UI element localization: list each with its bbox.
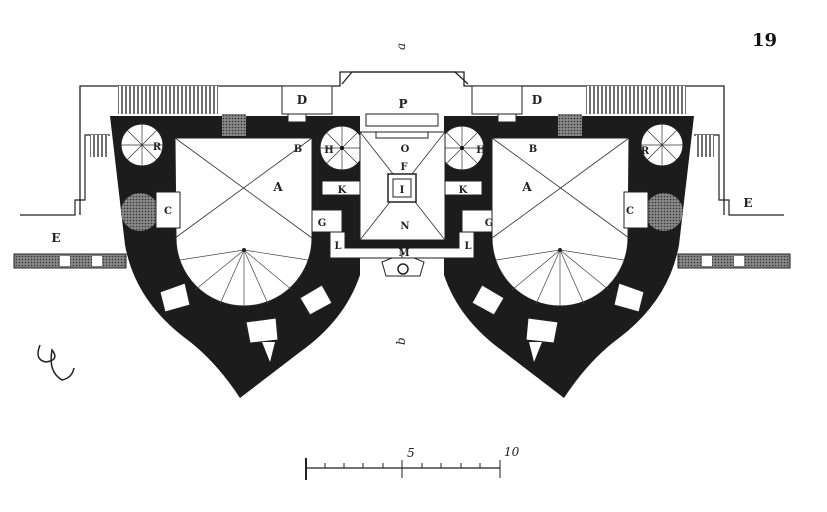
label-m: M — [398, 248, 409, 259]
page-number: 19 — [752, 30, 777, 51]
scale-label-5: 5 — [407, 446, 415, 460]
label-h: H — [324, 145, 333, 156]
label-h: H — [476, 145, 485, 156]
label-e: E — [51, 231, 60, 245]
label-n: N — [400, 221, 409, 232]
label-b: B — [529, 144, 537, 155]
label-a: A — [272, 180, 283, 194]
label-b: B — [294, 144, 302, 155]
signature-mark — [37, 344, 75, 381]
label-r: R — [641, 146, 650, 157]
axis-label-bottom: b — [394, 337, 408, 345]
label-d: D — [297, 93, 307, 107]
axis-label-top: a — [394, 43, 408, 50]
label-i: I — [400, 185, 405, 196]
label-f: F — [400, 162, 407, 173]
label-g: G — [318, 218, 327, 229]
label-d: D — [532, 93, 542, 107]
label-g: G — [485, 218, 494, 229]
label-l: L — [464, 241, 471, 252]
label-c: C — [626, 206, 634, 217]
label-c: C — [164, 206, 172, 217]
label-p: P — [398, 97, 407, 111]
label-k: K — [459, 185, 468, 196]
scale-bar: 5 10 — [305, 445, 520, 480]
scale-label-10: 10 — [504, 445, 520, 459]
label-o: O — [401, 144, 410, 155]
label-r: R — [153, 142, 162, 153]
label-l: L — [334, 241, 341, 252]
label-a: A — [521, 180, 532, 194]
label-e: E — [743, 196, 752, 210]
room-labels: 19 a b D D P R R B B H H O F I A A K K C… — [51, 30, 777, 345]
label-k: K — [338, 185, 347, 196]
